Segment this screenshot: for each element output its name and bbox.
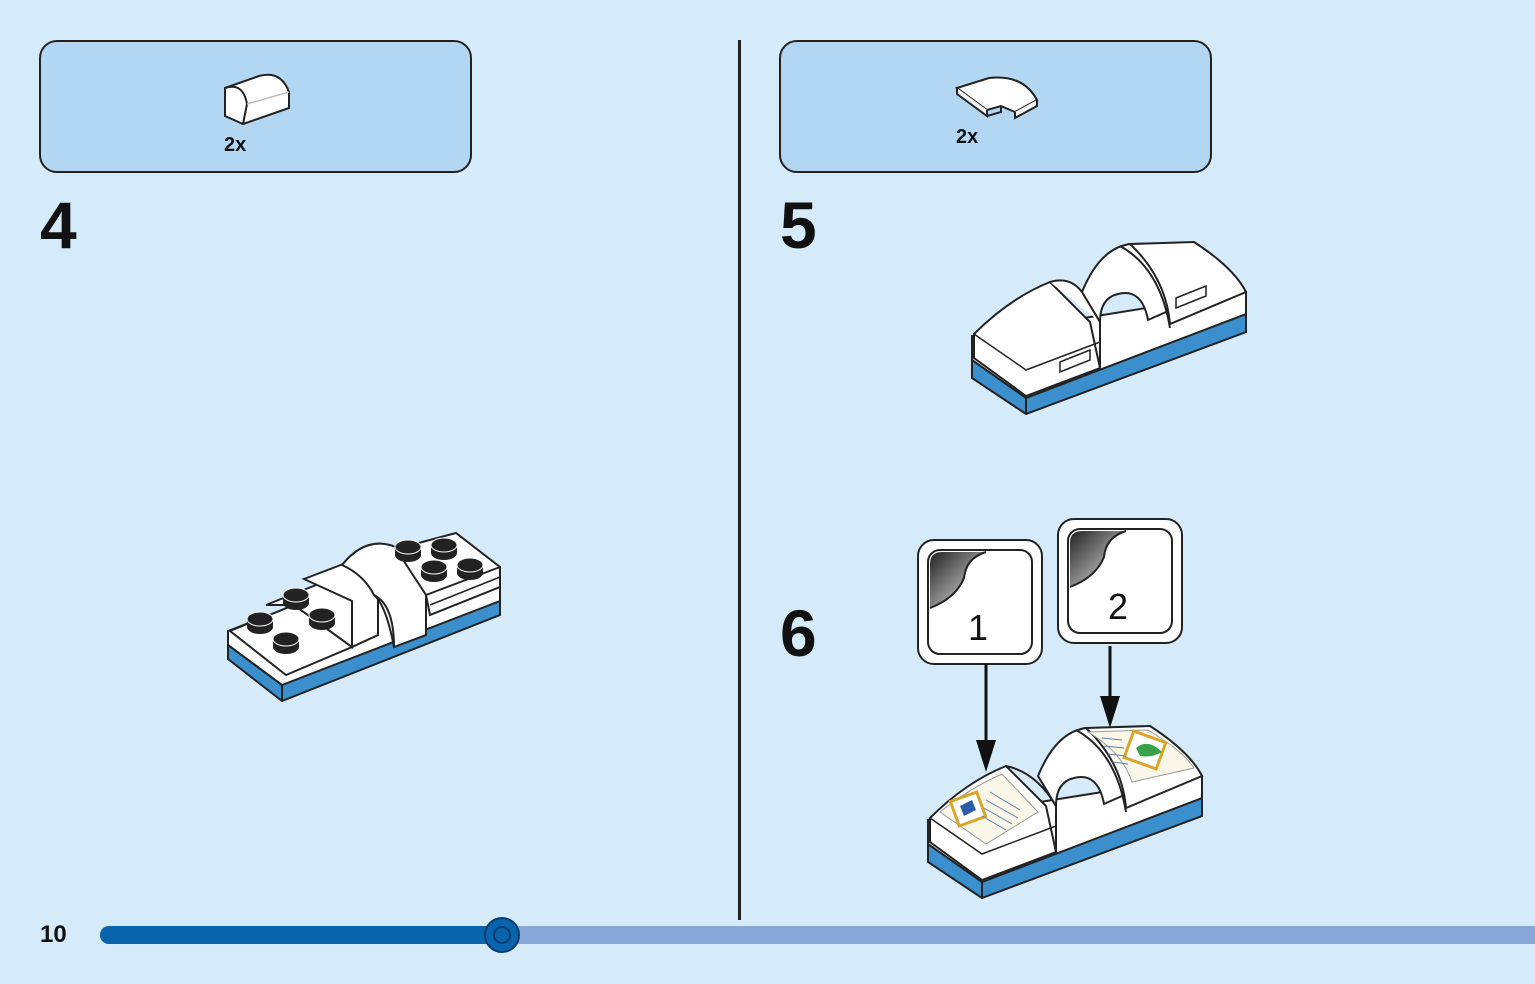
sticker-label: 1 [968, 607, 988, 648]
step-6-model-illustration [927, 724, 1204, 900]
parts-callout-step-5: 2x [779, 40, 1212, 173]
curved-slope-brick-icon [224, 73, 290, 126]
step-5-model-illustration [971, 240, 1248, 416]
column-divider [738, 40, 741, 920]
step-number: 6 [780, 596, 817, 670]
parts-callout-step-4: 2x [39, 40, 472, 173]
page-number: 10 [40, 921, 67, 948]
part-quantity: 2x [956, 126, 979, 148]
sticker-label: 2 [1108, 586, 1128, 627]
sticker-callout-1: 1 [917, 539, 1043, 665]
part-quantity: 2x [224, 134, 247, 156]
progress-fill [100, 926, 502, 944]
step-4-model-illustration [227, 531, 501, 703]
sticker-callout-2: 2 [1057, 518, 1183, 644]
step-number: 4 [40, 188, 77, 262]
curved-slope-tile-icon [954, 76, 1039, 120]
sticker-placement-arrows [976, 646, 1120, 772]
step-number: 5 [780, 188, 817, 262]
progress-indicator [483, 917, 520, 953]
